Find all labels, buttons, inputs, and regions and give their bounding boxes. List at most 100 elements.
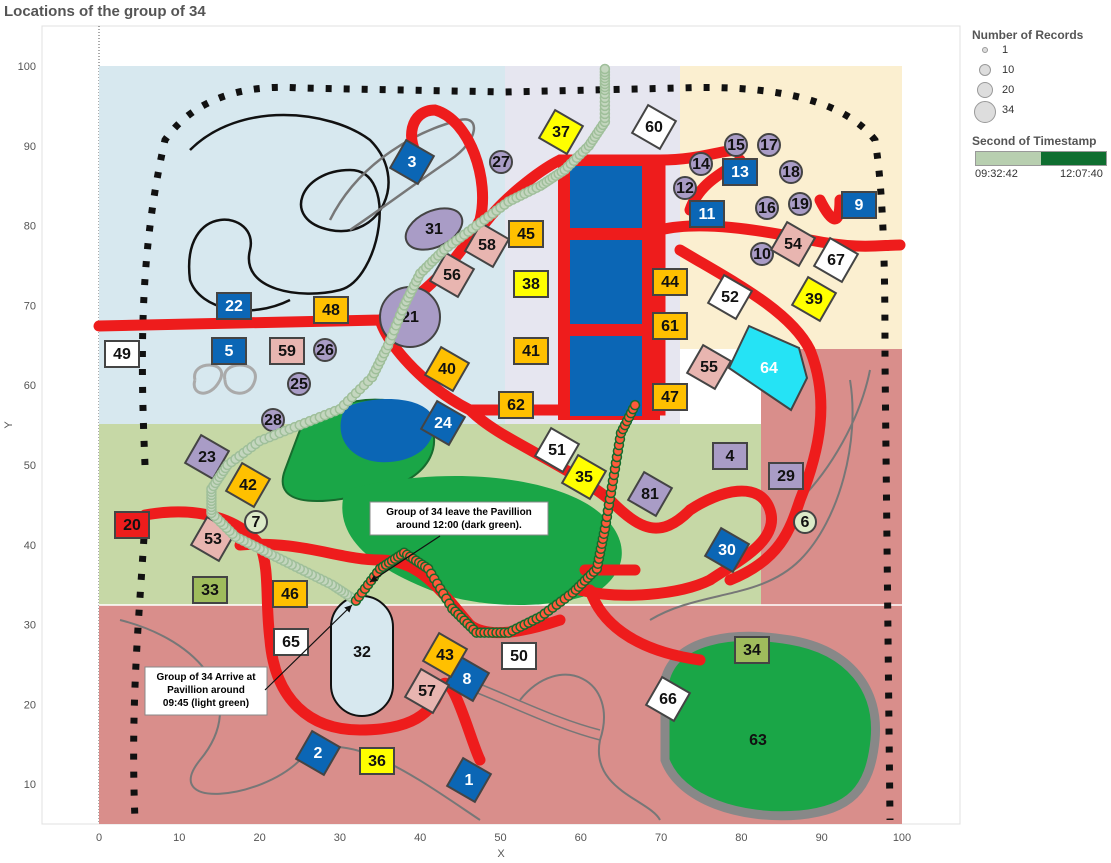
map-marker-30: 30	[703, 526, 751, 574]
x-tick-label: 90	[816, 832, 828, 844]
map-marker-64: 64	[727, 324, 809, 412]
svg-text:13: 13	[731, 164, 749, 181]
svg-text:23: 23	[198, 449, 216, 466]
svg-text:42: 42	[239, 477, 257, 494]
svg-text:39: 39	[805, 291, 823, 308]
map-marker-34: 34	[734, 636, 770, 664]
map-marker-54: 54	[769, 220, 817, 268]
map-marker-60: 60	[630, 103, 678, 151]
size-legend-label-1: 1	[1002, 44, 1009, 56]
x-tick-label: 20	[253, 832, 265, 844]
svg-text:17: 17	[760, 137, 778, 154]
svg-text:12: 12	[676, 180, 694, 197]
map-marker-43: 43	[421, 631, 469, 679]
svg-text:20: 20	[123, 517, 141, 534]
svg-text:67: 67	[827, 252, 845, 269]
data-point	[629, 399, 641, 411]
color-legend-min: 09:32:42	[975, 168, 1018, 180]
svg-text:11: 11	[699, 206, 716, 223]
map-marker-9: 9	[841, 191, 877, 219]
map-marker-37: 37	[537, 108, 585, 156]
map-marker-65: 65	[273, 628, 309, 656]
map-marker-7: 7	[244, 510, 268, 534]
size-legend-circle-20	[977, 82, 993, 98]
svg-text:27: 27	[492, 154, 510, 171]
map-marker-13: 13	[722, 158, 758, 186]
svg-text:14: 14	[692, 156, 710, 173]
map-marker-45: 45	[508, 220, 544, 248]
x-tick-label: 30	[334, 832, 346, 844]
x-tick-label: 70	[655, 832, 667, 844]
svg-text:3: 3	[408, 154, 417, 171]
svg-text:44: 44	[661, 274, 679, 291]
map-marker-62: 62	[498, 391, 534, 419]
svg-text:66: 66	[659, 691, 677, 708]
annotation-arrive-line1: Group of 34 Arrive at	[156, 672, 256, 683]
map-marker-46: 46	[272, 580, 308, 608]
svg-text:49: 49	[113, 346, 131, 363]
svg-text:34: 34	[743, 642, 761, 659]
svg-text:50: 50	[510, 648, 528, 665]
map-marker-66: 66	[644, 675, 692, 723]
annotation-leave-line2: around 12:00 (dark green).	[396, 520, 522, 531]
svg-text:55: 55	[700, 359, 718, 376]
map-marker-49: 49	[104, 340, 140, 368]
map-marker-22: 22	[216, 292, 252, 320]
map-marker-57: 57	[403, 667, 451, 715]
map-marker-1: 1	[445, 756, 493, 804]
size-legend-circle-10	[979, 64, 991, 76]
svg-text:7: 7	[252, 514, 261, 531]
svg-text:15: 15	[727, 137, 745, 154]
svg-text:28: 28	[264, 412, 282, 429]
svg-text:30: 30	[718, 542, 736, 559]
svg-text:37: 37	[552, 124, 570, 141]
svg-text:54: 54	[784, 236, 802, 253]
x-tick-label: 10	[173, 832, 185, 844]
x-tick-label: 80	[735, 832, 747, 844]
series-light-green	[206, 63, 611, 606]
map-marker-63: 63	[749, 732, 767, 749]
map-marker-52: 52	[706, 273, 754, 321]
svg-text:29: 29	[777, 468, 795, 485]
annotations: Group of 34 leave the Pavillion around 1…	[144, 501, 549, 716]
size-legend-label-20: 20	[1002, 84, 1015, 96]
x-tick-label: 40	[414, 832, 426, 844]
y-tick-label: 10	[24, 779, 36, 791]
map-marker-47: 47	[652, 383, 688, 411]
map-marker-24: 24	[419, 399, 467, 447]
y-tick-label: 80	[24, 221, 36, 233]
svg-text:22: 22	[225, 298, 243, 315]
map-marker-59: 59	[269, 337, 305, 365]
svg-text:63: 63	[749, 732, 767, 749]
svg-text:46: 46	[281, 586, 299, 603]
map-marker-4: 4	[712, 442, 748, 470]
x-tick-label: 60	[575, 832, 587, 844]
svg-text:81: 81	[641, 486, 659, 503]
map-marker-58: 58	[463, 221, 511, 269]
svg-text:25: 25	[290, 376, 308, 393]
map-marker-27: 27	[489, 150, 513, 174]
svg-text:45: 45	[517, 226, 535, 243]
svg-text:53: 53	[204, 531, 222, 548]
map-marker-12: 12	[673, 176, 697, 200]
chart-title: Locations of the group of 34	[4, 3, 206, 20]
svg-text:8: 8	[463, 671, 472, 688]
svg-text:48: 48	[322, 302, 340, 319]
map-marker-41: 41	[513, 337, 549, 365]
annotation-arrive-line2: Pavillion around	[167, 685, 245, 696]
y-tick-label: 60	[24, 380, 36, 392]
map-marker-25: 25	[287, 372, 311, 396]
svg-text:64: 64	[760, 360, 778, 377]
svg-text:19: 19	[791, 196, 809, 213]
svg-text:59: 59	[278, 343, 296, 360]
annotation-leave-arrow	[369, 535, 441, 583]
svg-text:9: 9	[855, 197, 864, 214]
svg-text:60: 60	[645, 119, 663, 136]
map-marker-32: 32	[353, 644, 371, 661]
map-marker-42: 42	[224, 461, 272, 509]
map-marker-56: 56	[428, 251, 476, 299]
svg-text:32: 32	[353, 644, 371, 661]
annotation-box-leave	[369, 501, 549, 536]
series-dark-green	[350, 399, 641, 638]
